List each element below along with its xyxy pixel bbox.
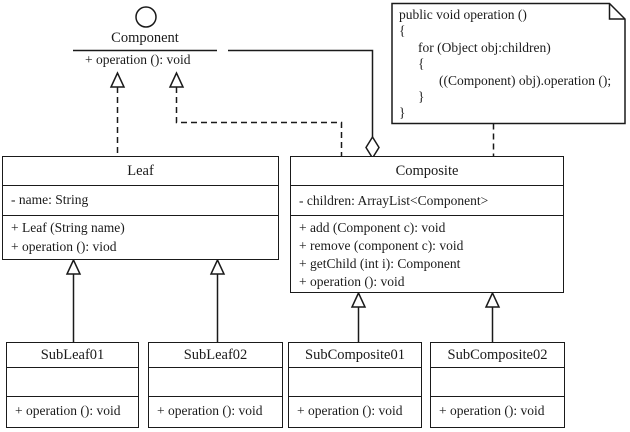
class-box-subleaf02: SubLeaf02 + operation (): void [148,342,283,428]
method-line: + operation (): void [439,403,545,418]
class-title: SubLeaf02 [183,346,248,363]
method-line: + operation (): void [297,403,403,418]
method-line: + remove (component c): void [299,238,464,253]
aggregation-diamond-icon [365,135,380,160]
code-line: { [399,23,406,39]
class-title: Leaf [127,162,154,179]
note-outline [391,2,626,125]
method-line: + operation (): void [15,403,121,418]
class-title: SubComposite02 [447,346,548,363]
class-box-subleaf01: SubLeaf01 + operation (): void [6,342,139,428]
code-line: } [399,105,406,121]
attributes-empty [7,367,138,396]
attribute-line: - children: ArrayList<Component> [299,192,489,208]
attributes-empty [149,367,282,396]
code-note: public void operation () { for (Object o… [399,7,621,122]
method-line: + operation (): void [299,274,405,289]
method-line: + add (Component c): void [299,220,446,235]
note-fold-icon [608,3,625,20]
method-line: + operation (): viod [11,238,117,254]
realization-arrowhead-icon [109,71,126,88]
generalization-arrowhead-icon [484,291,501,308]
generalization-arrowhead-icon [350,291,367,308]
attribute-line: - name: String [11,192,89,208]
class-title: SubLeaf01 [40,346,105,363]
method-line: + getChild (int i): Component [299,256,461,271]
realization-arrowhead-icon [168,71,185,88]
class-box-subcomposite01: SubComposite01 + operation (): void [288,342,422,428]
method-line: + Leaf (String name) [11,220,125,235]
code-line: for (Object obj:children) [418,39,551,55]
code-line: } [418,89,425,105]
interface-name: Component [111,30,179,46]
interface-lollipop-circle-icon [135,6,157,28]
generalization-arrowhead-icon [209,258,226,275]
interface-operation: + operation (): void [85,52,191,67]
code-line: public void operation () [399,7,527,22]
class-box-leaf: Leaf - name: String + Leaf (String name)… [2,156,279,260]
class-title: SubComposite01 [305,346,405,363]
class-box-subcomposite02: SubComposite02 + operation (): void [430,342,565,428]
attributes-empty [289,367,421,396]
class-box-composite: Composite - children: ArrayList<Componen… [290,156,564,293]
code-line: { [418,56,425,72]
method-line: + operation (): void [157,403,263,418]
generalization-arrowhead-icon [65,258,82,275]
realization-line-composite [175,87,343,156]
class-title: Composite [395,162,459,179]
aggregation-link [228,49,374,138]
code-line: ((Component) obj).operation (); [439,72,612,88]
attributes-empty [431,367,564,396]
